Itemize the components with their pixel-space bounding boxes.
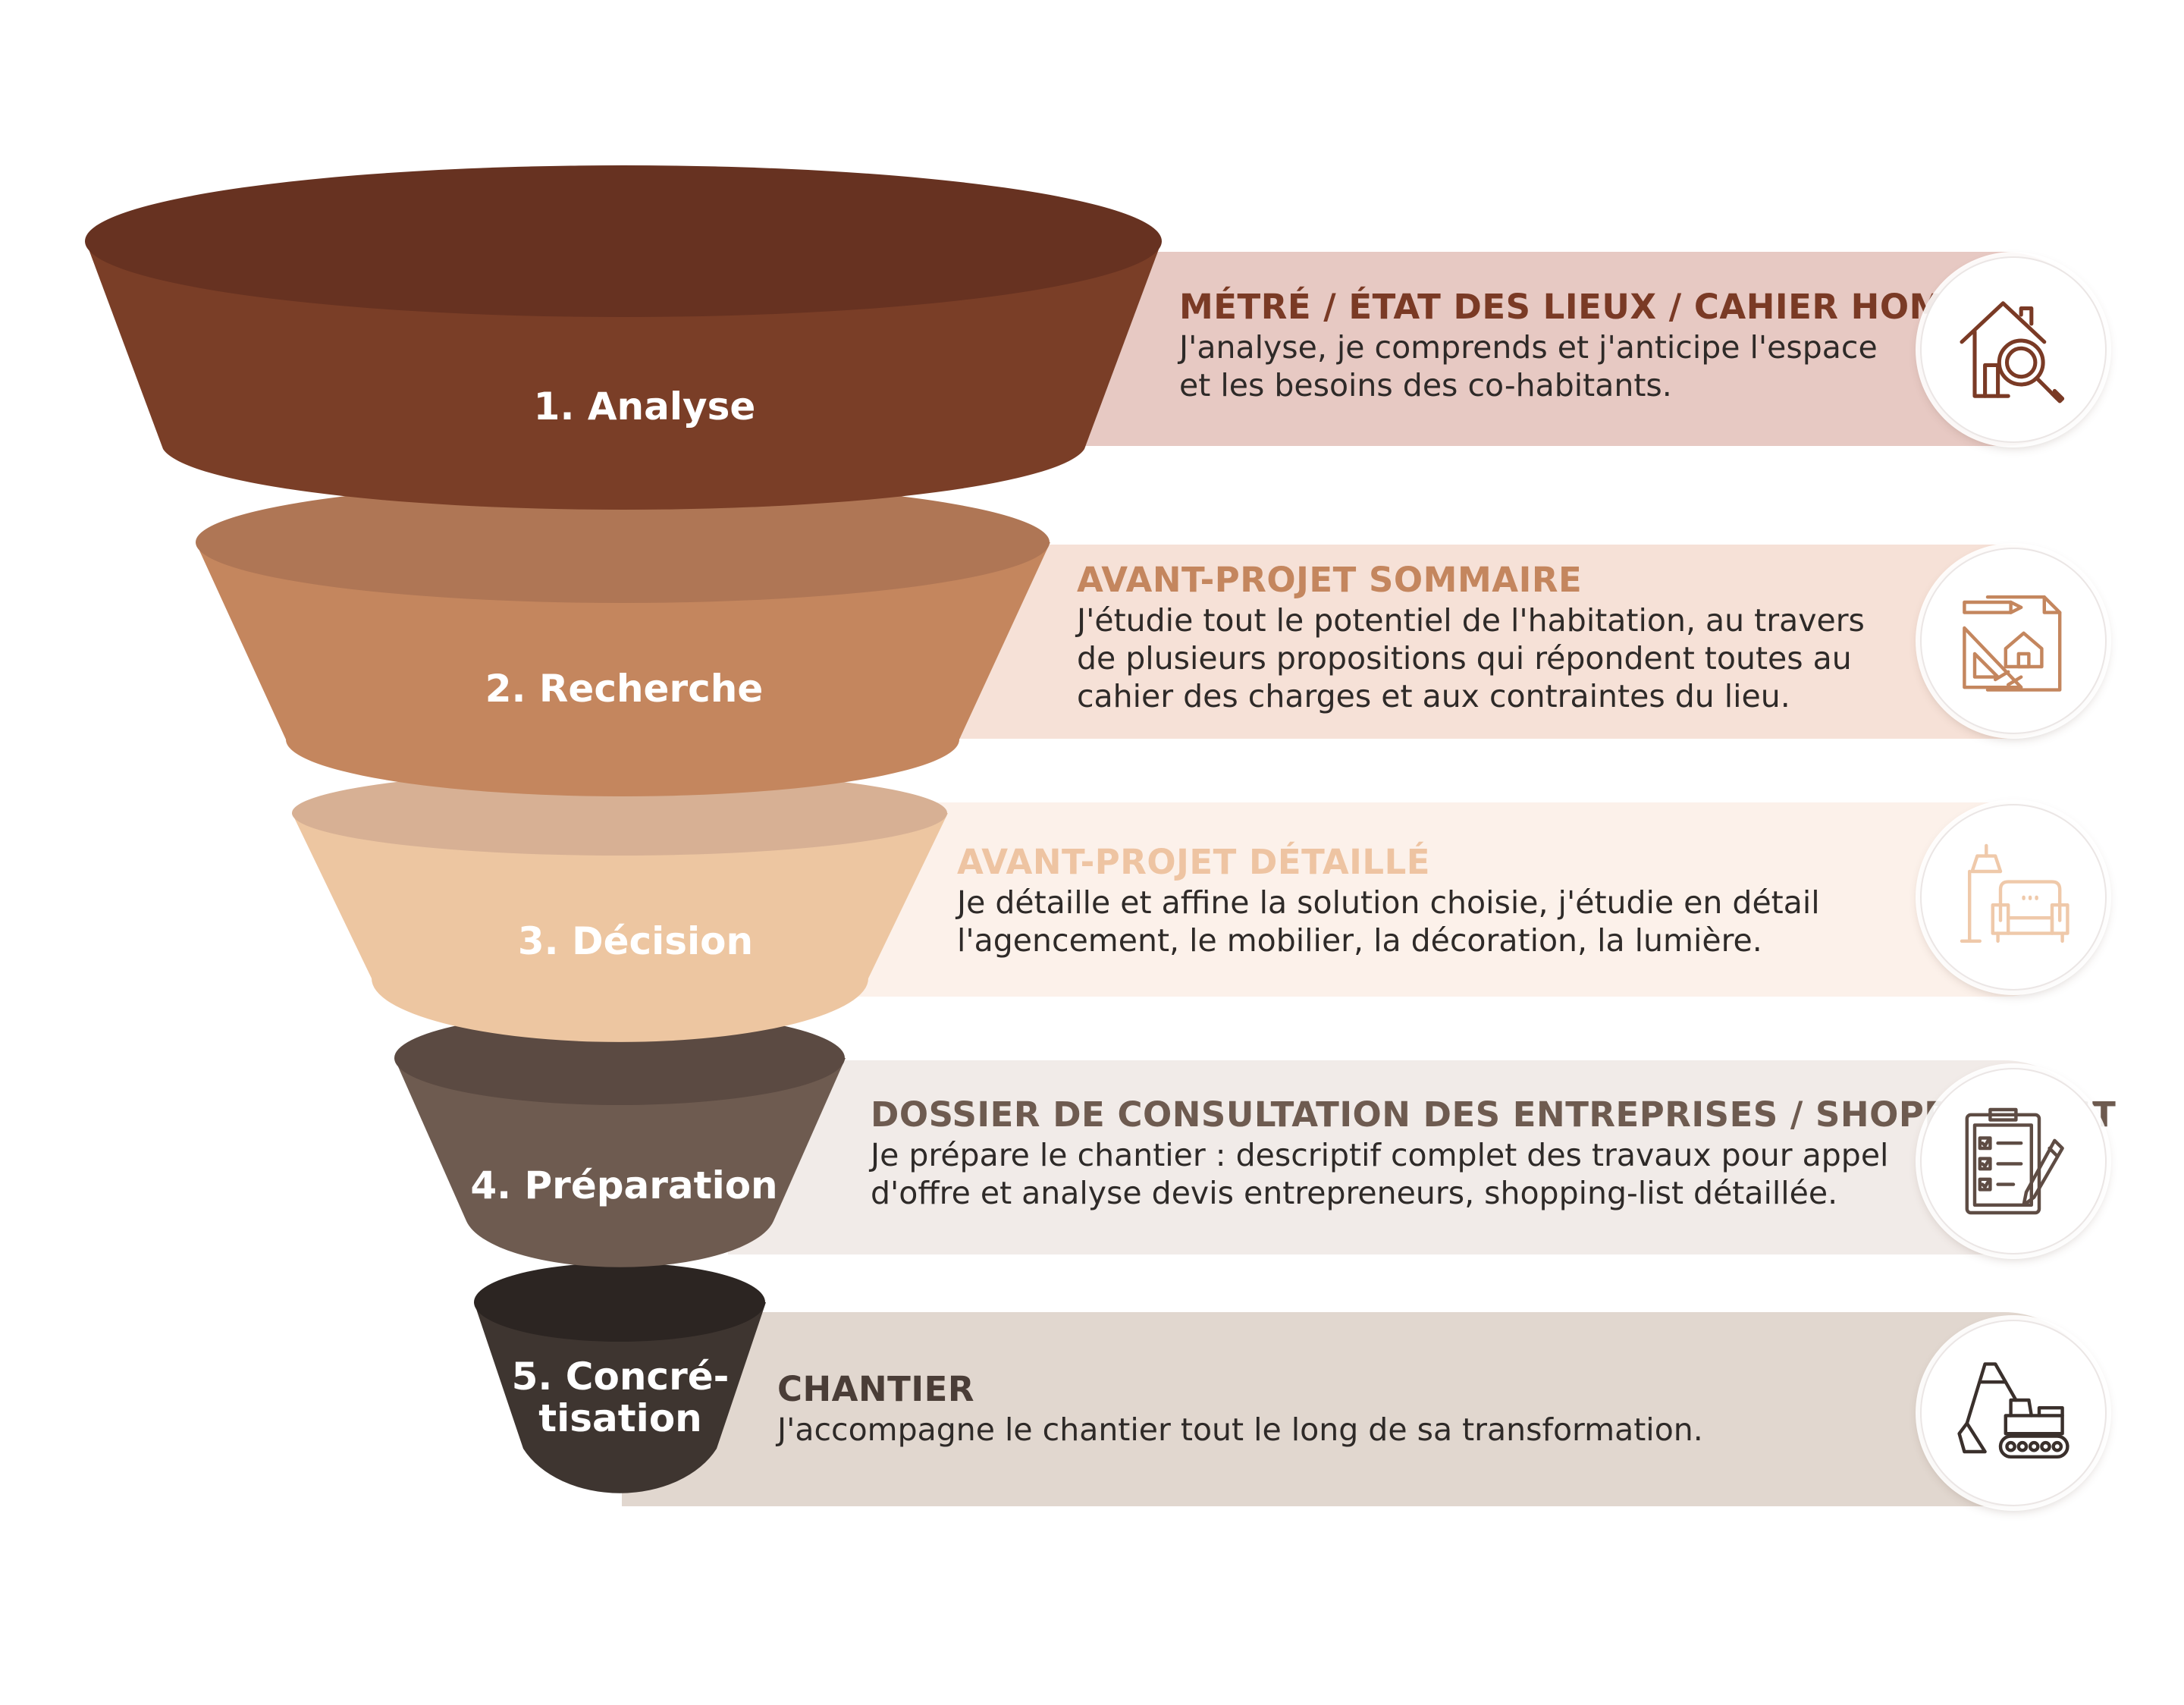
band-recherche	[940, 545, 2101, 739]
icon-circle-concretisation	[1920, 1320, 2107, 1506]
funnel-segment-decision: 3. Décision	[292, 771, 948, 1042]
stage-description: Je détaille et affine la solution choisi…	[957, 884, 1820, 959]
icon-circle-preparation	[1920, 1068, 2107, 1254]
icon-circle-decision	[1920, 804, 2107, 991]
funnel-label-concretisation-2: tisation	[538, 1396, 702, 1440]
stage-description: J'analyse, je comprends et j'anticipe l'…	[1179, 328, 1967, 404]
funnel-segment-preparation: 4. Préparation	[394, 1011, 846, 1267]
stage-description-line: et les besoins des co-habitants.	[1179, 367, 1672, 403]
stage-description-line: Je détaille et affine la solution choisi…	[957, 884, 1820, 921]
stage-description-line: J'accompagne le chantier tout le long de…	[777, 1411, 1703, 1448]
stage-description-line: l'agencement, le mobilier, la décoration…	[957, 922, 1762, 959]
blueprint-icon	[1963, 595, 2062, 692]
stage-description: Je prépare le chantier : descriptif comp…	[871, 1136, 2116, 1212]
stage-description-line: J'étudie tout le potentiel de l'habitati…	[1077, 602, 1865, 639]
funnel-segment-analyse: 1. Analyse	[85, 165, 1162, 510]
armchair-lamp-icon	[1960, 843, 2069, 944]
stage-title: DOSSIER DE CONSULTATION DES ENTREPRISES …	[871, 1094, 2117, 1135]
excavator-icon	[1957, 1362, 2069, 1459]
stage-description-line: J'analyse, je comprends et j'anticipe l'…	[1179, 329, 1878, 366]
funnel-segment-concretisation: 5. Concré- tisation	[474, 1263, 766, 1493]
stage-text-preparation: DOSSIER DE CONSULTATION DES ENTREPRISES …	[871, 1094, 2116, 1212]
stage-text-recherche: AVANT-PROJET SOMMAIRE J'étudie tout le p…	[1077, 560, 1865, 715]
icon-circle-recherche	[1920, 548, 2107, 734]
funnel-segment-recherche: 2. Recherche	[196, 482, 1050, 796]
stage-text-decision: AVANT-PROJET DÉTAILLÉ Je détaille et aff…	[957, 842, 1820, 959]
band-decision	[834, 802, 2101, 997]
funnel-label-analyse: 1. Analyse	[534, 385, 756, 429]
band-preparation	[728, 1060, 2101, 1254]
funnel-label-recherche: 2. Recherche	[485, 667, 764, 711]
stage-title: CHANTIER	[777, 1369, 975, 1409]
funnel-label-preparation: 4. Préparation	[470, 1163, 777, 1207]
stage-description: J'accompagne le chantier tout le long de…	[777, 1411, 1703, 1449]
band-concretisation	[622, 1312, 2101, 1506]
house-search-icon	[1960, 301, 2065, 403]
funnel-label-concretisation-1: 5. Concré-	[512, 1355, 730, 1399]
stage-title: MÉTRÉ / ÉTAT DES LIEUX / CAHIER HOME	[1179, 287, 1968, 327]
icon-circle-analyse	[1920, 256, 2107, 443]
stage-description-line: d'offre et analyse devis entrepreneurs, …	[871, 1175, 1838, 1211]
stage-title: AVANT-PROJET SOMMAIRE	[1077, 560, 1583, 600]
stage-text-concretisation: CHANTIER J'accompagne le chantier tout l…	[777, 1369, 1703, 1449]
stage-description-line: de plusieurs propositions qui répondent …	[1077, 640, 1852, 677]
checklist-icon	[1965, 1107, 2064, 1215]
stage-text-analyse: MÉTRÉ / ÉTAT DES LIEUX / CAHIER HOME J'a…	[1179, 287, 1967, 404]
funnel-label-decision: 3. Décision	[518, 919, 753, 963]
stage-description-line: cahier des charges et aux contraintes du…	[1077, 678, 1790, 714]
stage-description: J'étudie tout le potentiel de l'habitati…	[1077, 601, 1865, 715]
stage-description-line: Je prépare le chantier : descriptif comp…	[871, 1137, 1889, 1173]
stage-title: AVANT-PROJET DÉTAILLÉ	[957, 842, 1430, 882]
